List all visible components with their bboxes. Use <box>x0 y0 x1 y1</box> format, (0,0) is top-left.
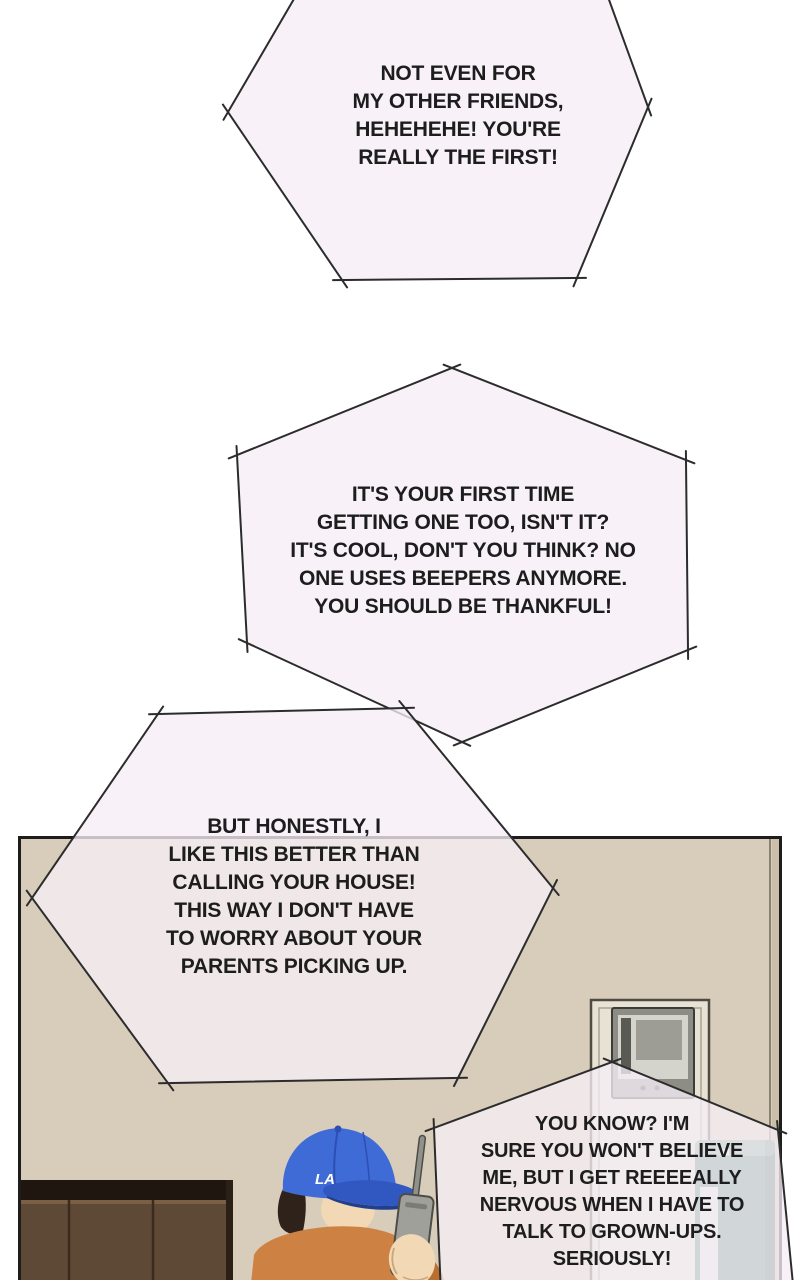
bubble-edge-line <box>227 363 462 460</box>
bubble-edge-line <box>332 276 587 282</box>
hand-line <box>391 1247 398 1275</box>
speech-bubble-2-text: IT'S YOUR FIRST TIME GETTING ONE TOO, IS… <box>290 483 636 618</box>
cabinet-edge-highlight <box>21 1200 232 1204</box>
speech-bubble-2 <box>227 363 698 747</box>
bubble-edge-line <box>25 889 175 1092</box>
hand <box>388 1234 436 1280</box>
boy-on-phone: LA <box>251 1125 444 1280</box>
cap-button <box>334 1125 342 1133</box>
bubble-edge-line <box>572 97 653 288</box>
bubble-edge-line <box>776 1120 794 1280</box>
bubble-edge-line <box>237 638 472 747</box>
wooden-cabinet <box>21 1180 233 1280</box>
bubble-edge-line <box>222 0 295 121</box>
phone-earpiece <box>405 1202 428 1210</box>
speech-bubble-4-text: YOU KNOW? I'M SURE YOU WON'T BELIEVE ME,… <box>479 1113 745 1270</box>
bubble-edge-line <box>442 363 696 465</box>
bubble-edge-line <box>221 103 349 289</box>
hair <box>277 1189 306 1235</box>
speech-bubble-3-shape <box>32 708 553 1083</box>
cabinet-side <box>226 1180 233 1280</box>
speech-bubble-4-shape <box>434 1062 793 1280</box>
bubble-edge-line <box>453 879 558 1087</box>
cap-logo: LA <box>315 1171 335 1188</box>
cabinet-front <box>21 1200 232 1280</box>
speech-bubble-1 <box>221 0 653 289</box>
bubble-edge-line <box>235 445 249 653</box>
bubble-edge-line <box>424 1057 622 1133</box>
bubble-edge-line <box>432 1118 442 1280</box>
speech-bubble-3 <box>25 700 560 1092</box>
wall-corner-strip <box>772 839 779 1280</box>
cabinet-top <box>21 1180 232 1200</box>
cap-brim <box>323 1180 419 1207</box>
bubble-edge-line <box>25 705 165 907</box>
speech-bubble-2-shape <box>237 368 688 742</box>
intercom-screen <box>636 1020 682 1060</box>
speech-bubble-1-shape <box>228 0 648 280</box>
bubble-edge-line <box>452 645 698 747</box>
bubble-edge-line <box>148 706 415 716</box>
bubble-edge-line <box>684 450 690 660</box>
hand-line <box>402 1276 429 1280</box>
speech-bubble-4 <box>424 1057 794 1280</box>
intercom-handset <box>621 1018 631 1074</box>
cap-brim-underside <box>327 1196 416 1210</box>
speech-bubble-1-text: NOT EVEN FOR MY OTHER FRIENDS, HEHEHEHE!… <box>352 62 564 169</box>
bubble-edge-line <box>602 1057 788 1135</box>
speech-bubble-3-text: BUT HONESTLY, I LIKE THIS BETTER THAN CA… <box>166 815 422 978</box>
bubble-edge-line <box>398 700 560 896</box>
bubble-edge-line <box>608 0 653 117</box>
bubble-edge-line <box>158 1076 468 1085</box>
